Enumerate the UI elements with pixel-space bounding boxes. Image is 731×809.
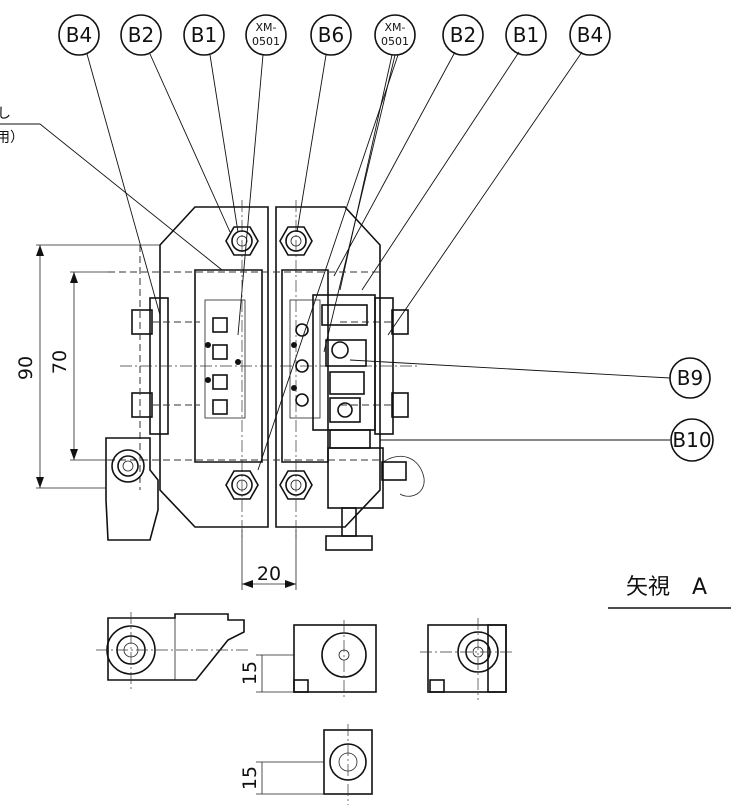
dimension-70: 70 — [49, 271, 108, 461]
svg-text:20: 20 — [257, 563, 281, 585]
view-a-label: 矢視 A — [608, 575, 731, 609]
dimension-90: 90 — [15, 244, 160, 489]
svg-text:B4: B4 — [66, 23, 92, 47]
svg-text:B4: B4 — [577, 23, 603, 47]
balloon-b4-right: B4 — [569, 14, 611, 56]
svg-text:XM-: XM- — [385, 21, 406, 34]
svg-text:B9: B9 — [677, 366, 703, 390]
balloon-b1-right: B1 — [505, 14, 547, 56]
balloon-xm0501-right: XM- 0501 — [374, 14, 416, 56]
balloon-b9: B9 — [669, 357, 711, 399]
hex-nut-top-right — [279, 226, 313, 256]
detail-view-2: 15 — [239, 620, 377, 700]
svg-text:矢視 A: 矢視 A — [626, 575, 707, 600]
svg-text:15: 15 — [239, 766, 261, 790]
hex-nut-top-left — [225, 226, 259, 256]
balloon-b1-left: B1 — [183, 14, 225, 56]
svg-text:し: し — [0, 106, 11, 122]
right-mechanism — [312, 294, 425, 551]
svg-text:70: 70 — [49, 350, 71, 374]
svg-text:B2: B2 — [128, 23, 154, 47]
detail-view-3 — [420, 618, 515, 700]
contact-column-left — [205, 317, 241, 415]
detail-view-1 — [96, 612, 250, 690]
svg-text:XM-: XM- — [256, 21, 277, 34]
dimension-20: 20 — [241, 530, 297, 590]
svg-text:B6: B6 — [318, 23, 344, 47]
svg-text:B1: B1 — [513, 23, 539, 47]
partial-note: し 用） — [0, 106, 223, 271]
svg-text:90: 90 — [15, 356, 37, 380]
balloon-b2-right: B2 — [442, 14, 484, 56]
balloon-b4-left: B4 — [58, 14, 100, 56]
hex-nut-bottom-left — [225, 470, 259, 500]
balloon-b2-left: B2 — [120, 14, 162, 56]
balloon-xm0501-left: XM- 0501 — [245, 14, 287, 56]
balloon-b10: B10 — [670, 418, 714, 462]
main-assembly — [105, 200, 425, 551]
svg-text:0501: 0501 — [252, 35, 280, 48]
detail-view-4: 15 — [239, 724, 373, 805]
contact-column-right — [291, 323, 309, 407]
svg-text:用）: 用） — [0, 130, 24, 146]
hex-nut-bottom-right — [279, 470, 313, 500]
svg-text:0501: 0501 — [381, 35, 409, 48]
svg-text:B10: B10 — [672, 428, 711, 452]
left-bracket — [105, 437, 159, 541]
leader-lines — [86, 51, 671, 471]
svg-text:B1: B1 — [191, 23, 217, 47]
svg-text:B2: B2 — [450, 23, 476, 47]
svg-text:15: 15 — [239, 661, 261, 685]
balloon-b6: B6 — [310, 14, 352, 56]
